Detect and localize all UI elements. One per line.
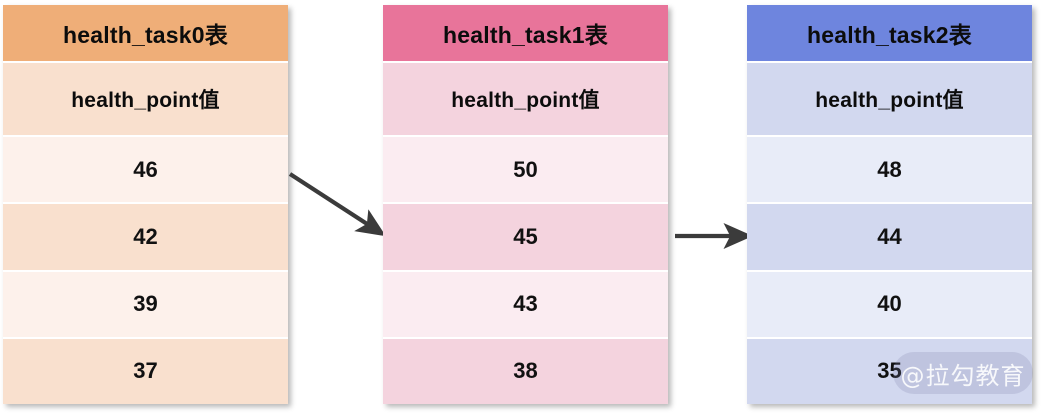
table-health-task0: health_task0表 health_point值 46 42 39 37 — [3, 5, 288, 404]
arrow-task0-to-task1-icon — [288, 172, 386, 237]
table-row: 43 — [383, 269, 668, 337]
table-row: 39 — [3, 269, 288, 337]
table-row: 37 — [3, 336, 288, 404]
table-health-task0-column-header: health_point值 — [3, 61, 288, 135]
table-health-task2-title: health_task2表 — [747, 5, 1032, 61]
table-row: 46 — [3, 135, 288, 203]
arrow-task1-to-task2-icon — [675, 222, 753, 250]
table-row: 44 — [747, 202, 1032, 270]
table-health-task1: health_task1表 health_point值 50 45 43 38 — [383, 5, 668, 404]
table-health-task2-column-header: health_point值 — [747, 61, 1032, 135]
table-row: 40 — [747, 269, 1032, 337]
table-health-task0-title: health_task0表 — [3, 5, 288, 61]
watermark: @拉勾教育 — [893, 352, 1033, 394]
table-health-task2: health_task2表 health_point值 48 44 40 35 — [747, 5, 1032, 404]
table-row: 42 — [3, 202, 288, 270]
table-row: 50 — [383, 135, 668, 203]
table-row: 38 — [383, 336, 668, 404]
table-row: 45 — [383, 202, 668, 270]
table-health-task1-title: health_task1表 — [383, 5, 668, 61]
table-row: 48 — [747, 135, 1032, 203]
table-row: 35 — [747, 336, 1032, 404]
table-health-task1-column-header: health_point值 — [383, 61, 668, 135]
